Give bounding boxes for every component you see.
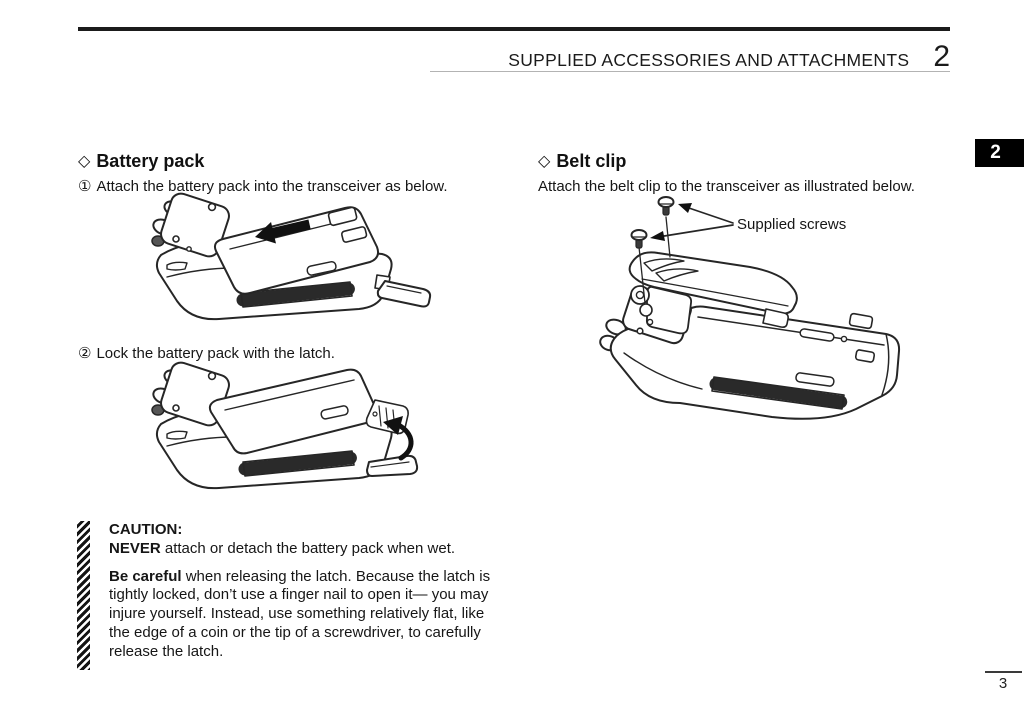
chapter-side-tab: 2	[975, 139, 1024, 167]
caution-paragraph-line: tightly locked, don’t use a finger nail …	[109, 586, 489, 604]
belt-clip-drawing	[628, 251, 798, 328]
beltclip-drawing	[599, 196, 901, 420]
caution-paragraph-line: the edge of a coin or the tip of a screw…	[109, 623, 481, 641]
caution-title: CAUTION:	[109, 521, 183, 538]
step-1-number: ①	[78, 178, 92, 195]
page-number: 3	[998, 675, 1008, 692]
screw-icon	[630, 229, 648, 249]
diamond-icon: ◇	[538, 153, 551, 170]
caution-box: CAUTION: NEVER attach or detach the batt…	[77, 521, 511, 671]
battery-attach-illustration	[151, 192, 432, 321]
battery-section-heading: ◇ Battery pack	[78, 151, 204, 172]
battery-section-title: Battery pack	[96, 151, 205, 171]
battery-pack-drawing	[213, 206, 380, 295]
chapter-number: 2	[933, 40, 950, 73]
screw-icon	[657, 196, 675, 216]
supplied-screws-label: Supplied screws	[737, 216, 847, 233]
beltclip-section-heading: ◇ Belt clip	[538, 151, 626, 172]
header-rule-thick	[78, 27, 950, 31]
header-rule-thin	[430, 71, 950, 72]
beltclip-section-title: Belt clip	[556, 151, 627, 171]
page-header: SUPPLIED ACCESSORIES AND ATTACHMENTS 2	[78, 40, 950, 74]
caution-paragraph-line: release the latch.	[109, 642, 224, 660]
hatch-stripe-icon	[77, 521, 90, 670]
lock-arrow-icon	[383, 416, 414, 461]
latch-strap-drawing	[366, 454, 419, 477]
caution-line-never: NEVER attach or detach the battery pack …	[109, 539, 456, 557]
caution-paragraph-line: Be careful when releasing the latch. Bec…	[109, 567, 491, 585]
caution-paragraph-line: injure yourself. Instead, use something …	[109, 605, 485, 623]
beltclip-intro-text: Attach the belt clip to the transceiver …	[538, 178, 915, 195]
battery-lock-illustration	[151, 361, 419, 490]
step-2-number: ②	[78, 345, 92, 362]
diamond-icon: ◇	[78, 153, 91, 170]
latch-strap-drawing	[374, 274, 432, 308]
step-1-text: Attach the battery pack into the transce…	[96, 178, 448, 195]
callout-arrow-icon	[650, 203, 734, 241]
caution-text: CAUTION: NEVER attach or detach the batt…	[109, 521, 490, 671]
page-title: SUPPLIED ACCESSORIES AND ATTACHMENTS	[508, 50, 910, 70]
footer-rule	[985, 671, 1022, 673]
beltclip-illustration: Supplied screws	[599, 193, 918, 421]
step-2-text: Lock the battery pack with the latch.	[96, 345, 335, 362]
insert-arrow-icon	[255, 219, 311, 244]
